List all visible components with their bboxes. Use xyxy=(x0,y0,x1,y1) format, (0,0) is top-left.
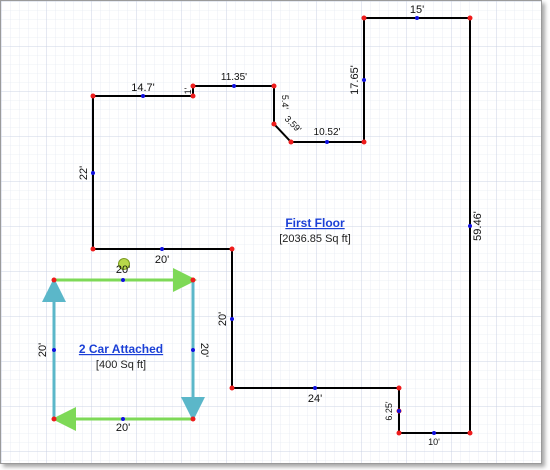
midpoint xyxy=(160,247,164,251)
corner-point xyxy=(396,430,402,436)
dim-bottom-wall: 24' xyxy=(308,393,322,405)
corner-point xyxy=(229,385,235,391)
corner-point xyxy=(51,416,57,422)
midpoint xyxy=(191,348,195,352)
dim-garage-bottom: 20' xyxy=(116,422,130,434)
corner-points[interactable] xyxy=(51,15,473,436)
corner-point xyxy=(190,83,196,89)
dim-step-down: 5.4' xyxy=(280,95,290,110)
grid-background xyxy=(1,1,541,463)
floor-plan-svg: 14.7' 1' 11.35' 5.4' 3.59' 10.52' 17.65'… xyxy=(1,1,541,463)
midpoint xyxy=(232,84,236,88)
corner-point xyxy=(467,15,473,21)
dim-right-wall: 59.46' xyxy=(472,211,484,241)
corner-point xyxy=(90,93,96,99)
midpoint xyxy=(121,417,125,421)
midpoint xyxy=(52,348,56,352)
drag-handle-icon[interactable] xyxy=(118,258,130,270)
midpoint xyxy=(415,16,419,20)
corner-point xyxy=(271,121,277,127)
dim-garage-left: 20' xyxy=(37,343,49,357)
dim-small-drop: 6.25' xyxy=(384,401,394,421)
corner-point xyxy=(90,246,96,252)
corner-point xyxy=(190,277,196,283)
midpoint xyxy=(141,94,145,98)
first-floor-area: [2036.85 Sq ft] xyxy=(279,233,351,245)
midpoint xyxy=(362,78,366,82)
midpoint xyxy=(313,386,317,390)
dim-tiny-jog: 1' xyxy=(183,87,193,94)
corner-point xyxy=(361,15,367,21)
garage-area: [400 Sq ft] xyxy=(96,359,146,371)
dim-left-wall: 22' xyxy=(78,166,90,180)
corner-point xyxy=(396,385,402,391)
corner-point xyxy=(271,83,277,89)
dim-top-mid-wall: 11.35' xyxy=(221,72,247,83)
dim-tower-left: 17.65' xyxy=(349,65,361,95)
midpoints[interactable] xyxy=(52,16,472,435)
garage-title[interactable]: 2 Car Attached xyxy=(79,342,163,356)
corner-point xyxy=(288,139,294,145)
corner-point xyxy=(190,416,196,422)
midpoint xyxy=(325,140,329,144)
midpoint xyxy=(91,171,95,175)
corner-point xyxy=(467,430,473,436)
midpoint xyxy=(121,278,125,282)
dim-left-top-wall: 14.7' xyxy=(131,82,155,94)
floor-plan-canvas[interactable]: 14.7' 1' 11.35' 5.4' 3.59' 10.52' 17.65'… xyxy=(0,0,542,464)
corner-point xyxy=(190,93,196,99)
dim-garage-top: 20' xyxy=(116,264,130,276)
dim-garage-right: 20' xyxy=(198,343,210,357)
corner-point xyxy=(361,139,367,145)
first-floor-title[interactable]: First Floor xyxy=(285,216,345,230)
dim-tower-top: 15' xyxy=(410,4,424,16)
corner-point xyxy=(229,246,235,252)
dim-inner-vertical: 20' xyxy=(217,312,229,326)
corner-point xyxy=(51,277,57,283)
dim-lower-mid-wall: 10.52' xyxy=(314,127,341,138)
dim-bottom-short: 10' xyxy=(428,437,440,447)
midpoint xyxy=(397,409,401,413)
midpoint xyxy=(432,431,436,435)
midpoint xyxy=(230,317,234,321)
midpoint xyxy=(468,224,472,228)
dim-garage-shared-wall: 20' xyxy=(155,254,169,266)
